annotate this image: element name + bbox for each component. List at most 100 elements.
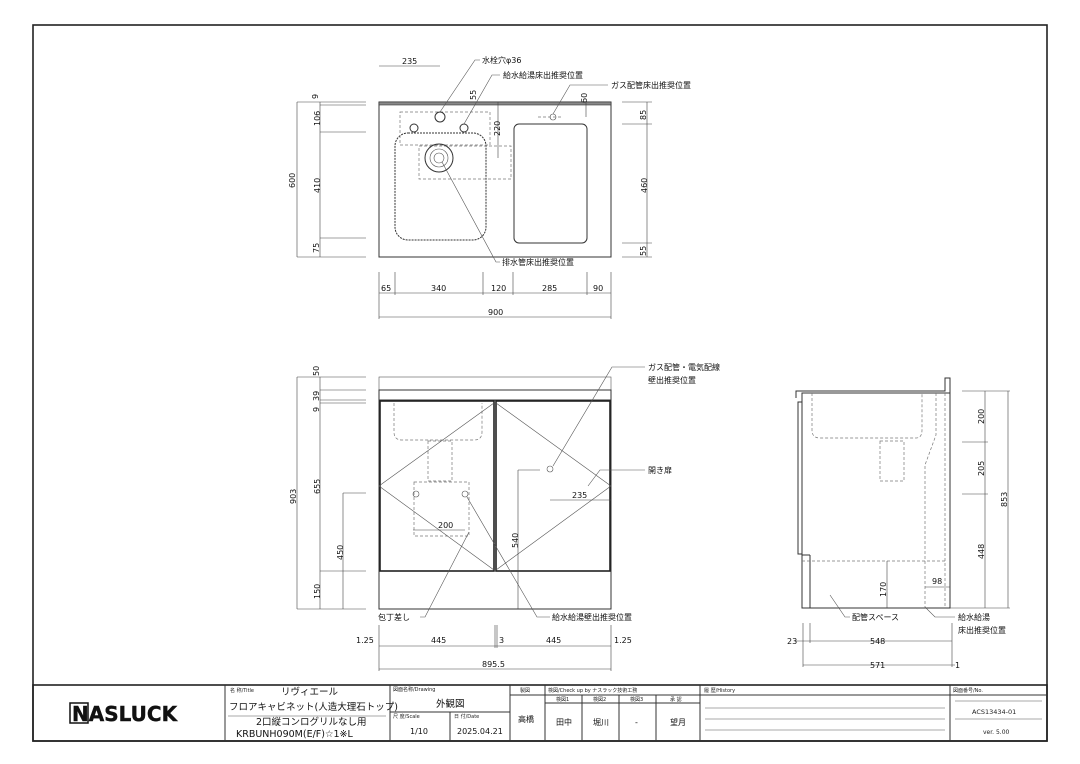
dim-410: 410 bbox=[313, 178, 322, 193]
sink-bowl bbox=[394, 132, 487, 241]
cabinet-side bbox=[801, 392, 951, 609]
drain-pipe-hidden bbox=[427, 440, 453, 482]
water-wall-label: 給水給湯壁出推奨位置 bbox=[552, 612, 632, 622]
sink-hidden bbox=[811, 393, 923, 439]
dim-235: 235 bbox=[402, 57, 417, 66]
drain-icon bbox=[424, 143, 454, 173]
gas-elec-label-2: 壁出推奨位置 bbox=[648, 375, 696, 385]
date-label: 日 付/Date bbox=[454, 713, 479, 720]
wall-outlet-icon bbox=[412, 490, 420, 498]
check1-label: 検図1 bbox=[556, 696, 569, 703]
leader bbox=[439, 59, 480, 113]
product-code: KRBUNH090M(E/F)☆1※L bbox=[236, 729, 353, 740]
side-water-label: 給水給湯 bbox=[958, 612, 990, 622]
history-label: 履 歴/History bbox=[704, 688, 735, 694]
door-swing-right bbox=[495, 402, 612, 571]
dim-448: 448 bbox=[977, 544, 986, 559]
dim-106: 106 bbox=[313, 111, 322, 126]
drawing-number-label: 図面番号/No. bbox=[953, 687, 983, 694]
product-variant: 2口縦コンログリルなし用 bbox=[256, 716, 367, 728]
water-floor-label: 給水給湯床出推奨位置 bbox=[503, 70, 583, 80]
dim-75: 75 bbox=[312, 243, 321, 253]
dim-445-right: 445 bbox=[546, 636, 561, 645]
dim-571: 571 bbox=[870, 661, 885, 670]
ext-lines bbox=[378, 272, 612, 319]
leader bbox=[466, 496, 550, 618]
check2-name: 堀川 bbox=[593, 718, 609, 727]
check-label: 検図/Check up by ナスラック技術工務 bbox=[548, 687, 637, 694]
dim-50: 50 bbox=[312, 366, 321, 376]
gas-floor-label: ガス配管床出推奨位置 bbox=[611, 80, 691, 90]
dim-98: 98 bbox=[932, 577, 942, 586]
dim-150: 150 bbox=[313, 584, 322, 599]
faucet-hole-label: 水栓穴φ36 bbox=[482, 55, 521, 65]
version: ver. 5.00 bbox=[983, 729, 1010, 736]
dim-170: 170 bbox=[879, 582, 888, 597]
drawing-label: 図面名称/Drawing bbox=[393, 686, 435, 693]
drain-pipe-hidden bbox=[879, 440, 905, 482]
gas-outlet-icon bbox=[546, 465, 554, 473]
dim-655: 655 bbox=[313, 479, 322, 494]
dim-900: 900 bbox=[488, 308, 503, 317]
drawing-number: ACS13434-01 bbox=[972, 708, 1016, 716]
drain-ring bbox=[433, 152, 445, 164]
drafter-name: 高橋 bbox=[518, 714, 534, 724]
dim-90: 90 bbox=[593, 284, 603, 293]
drafter-label: 製図 bbox=[520, 687, 530, 694]
drain-ring bbox=[429, 148, 449, 168]
dim-9-front: 9 bbox=[312, 407, 321, 412]
company-logo: NASLUCK bbox=[72, 702, 179, 726]
drain-floor-label: 排水管床出推奨位置 bbox=[502, 257, 574, 267]
check1-name: 田中 bbox=[556, 717, 572, 727]
dim-600: 600 bbox=[288, 173, 297, 188]
backsplash-outline bbox=[378, 376, 612, 391]
history-lines bbox=[228, 700, 1042, 731]
drain-zone bbox=[418, 145, 512, 180]
title-label: 名 称/Title bbox=[230, 687, 254, 694]
leader bbox=[441, 161, 500, 263]
title-block-frame bbox=[32, 684, 1048, 742]
leader bbox=[924, 606, 955, 618]
dim-23: 23 bbox=[787, 637, 797, 646]
pipe-space-label: 配管スペース bbox=[852, 612, 899, 622]
dim-65: 65 bbox=[381, 284, 391, 293]
dim-903: 903 bbox=[289, 489, 298, 504]
approver-name: 望月 bbox=[670, 717, 686, 727]
leader bbox=[463, 74, 500, 125]
sheet-border bbox=[32, 24, 1048, 742]
dim-235-front: 235 bbox=[572, 491, 587, 500]
side-view: 配管スペース 給水給湯 床出推奨位置 200 205 448 853 170 9… bbox=[787, 377, 1010, 670]
product-series: リヴィエール bbox=[281, 686, 339, 698]
dim-120: 120 bbox=[491, 284, 506, 293]
ext-lines bbox=[802, 623, 953, 667]
dim-60: 60 bbox=[580, 93, 589, 103]
check3-label: 検図3 bbox=[630, 696, 643, 703]
ext-lines bbox=[297, 376, 611, 610]
dim-460: 460 bbox=[640, 178, 649, 193]
leader bbox=[420, 531, 470, 618]
gas-elec-label: ガス配管・電気配線 bbox=[648, 362, 720, 372]
drawing-name: 外観図 bbox=[436, 698, 465, 710]
ext-lines bbox=[378, 625, 612, 671]
product-name: フロアキャビネット(人造大理石トップ) bbox=[229, 701, 398, 713]
dim-9: 9 bbox=[311, 94, 320, 99]
dim-450: 450 bbox=[336, 545, 345, 560]
dim-285: 285 bbox=[542, 284, 557, 293]
dim-1: 1 bbox=[955, 661, 960, 670]
countertop-edge bbox=[378, 101, 612, 106]
check2-label: 検図2 bbox=[593, 696, 606, 703]
dim-205: 205 bbox=[977, 461, 986, 476]
side-water-label-2: 床出推奨位置 bbox=[958, 625, 1006, 635]
leader bbox=[552, 366, 645, 467]
wall-outlet-icon bbox=[461, 490, 469, 498]
faucet-hole-icon bbox=[434, 111, 446, 123]
dim-1-25-right: 1.25 bbox=[614, 636, 632, 645]
approve-label: 承 認 bbox=[670, 696, 682, 703]
stove-area bbox=[513, 123, 588, 244]
door-edge bbox=[797, 401, 803, 555]
dim-340: 340 bbox=[431, 284, 446, 293]
ext-lines bbox=[950, 390, 1010, 609]
countertop-front bbox=[378, 389, 612, 401]
date-value: 2025.04.21 bbox=[457, 727, 503, 736]
